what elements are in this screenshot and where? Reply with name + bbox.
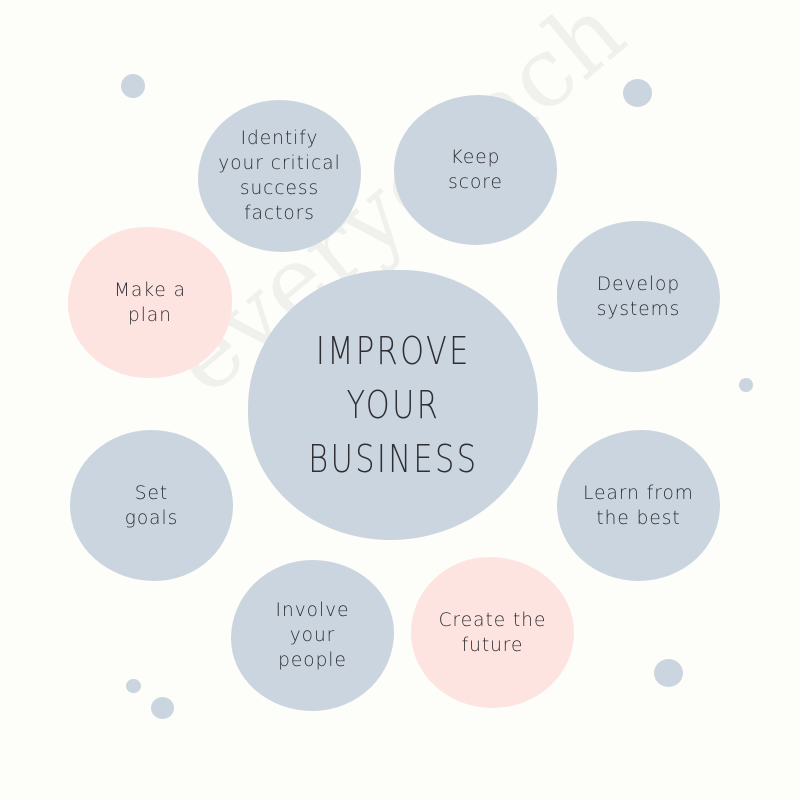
decorative-dot [654,659,683,687]
decorative-dot [121,74,145,98]
central-topic-bubble: IMPROVE YOUR BUSINESS [248,270,538,540]
decorative-dot [126,679,141,693]
bubble-involve-people: Involve your people [231,560,394,711]
bubble-develop-systems: Develop systems [557,221,720,372]
decorative-dot [151,697,174,719]
bubble-create-future: Create the future [411,557,574,708]
decorative-dot [623,79,652,107]
bubble-identify-success-factors: Identify your critical success factors [198,100,361,252]
central-topic-title: IMPROVE YOUR BUSINESS [307,329,479,481]
bubble-make-a-plan: Make a plan [68,227,232,378]
bubble-set-goals: Set goals [70,430,233,581]
bubble-keep-score: Keep score [394,95,557,245]
decorative-dot [739,378,753,392]
bubble-learn-from-best: Learn from the best [557,430,720,581]
